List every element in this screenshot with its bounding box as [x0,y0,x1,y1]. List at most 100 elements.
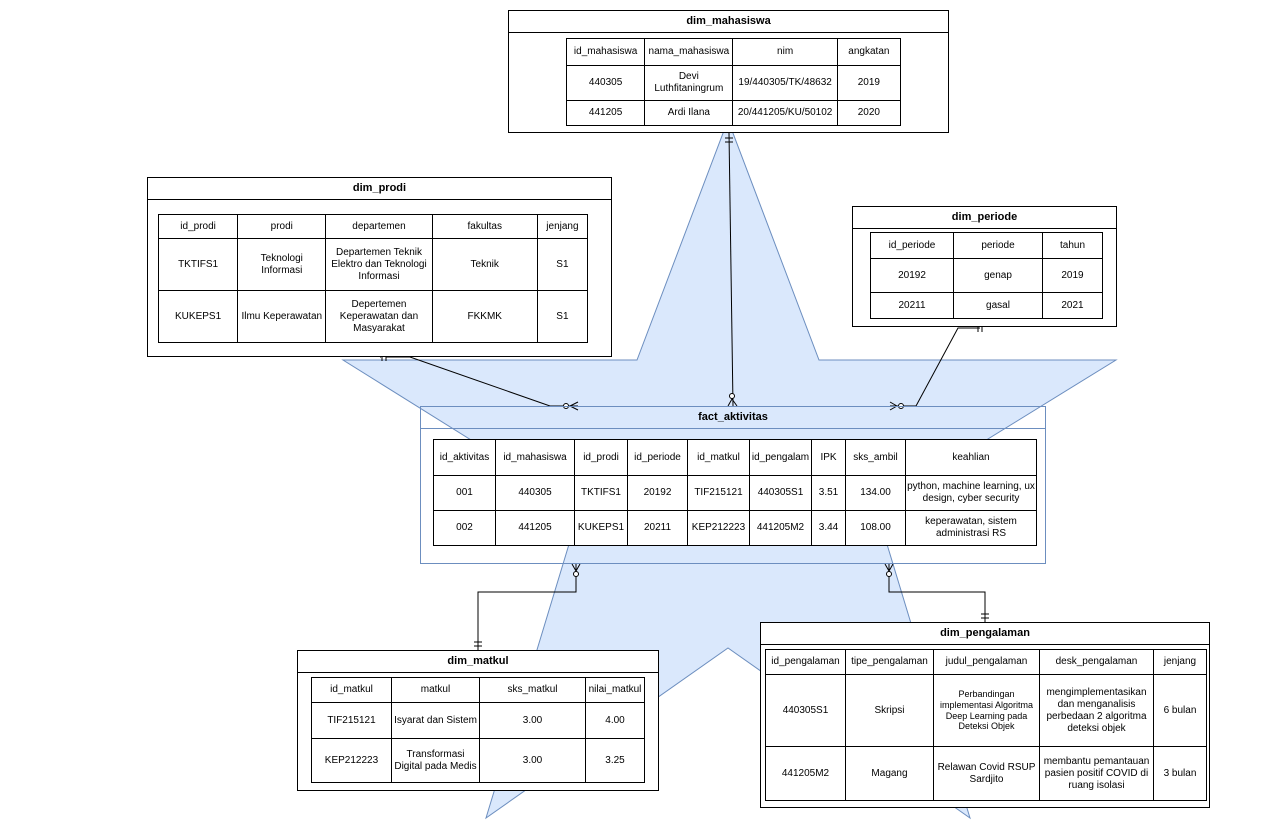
table-cell: mengimplementasikan dan menganalisis per… [1039,674,1154,747]
table-cell: Devi Luthfitaningrum [644,65,734,101]
entity-table: id_matkul matkul sks_matkul nilai_matkul… [311,677,645,783]
table-cell: KEP212223 [311,738,392,783]
table-cell: 440305S1 [765,674,846,747]
entity-table: id_periode periode tahun 20192 genap 201… [870,232,1103,319]
entity-table: id_prodi prodi departemen fakultas jenja… [157,214,589,343]
entity-dim-periode[interactable]: dim_periode id_periode periode tahun 201… [852,206,1117,327]
entity-table: id_pengalaman tipe_pengalaman judul_peng… [765,649,1207,801]
table-cell: 3.00 [479,738,586,783]
table-cell: Skripsi [845,674,934,747]
entity-table: id_aktivitas id_mahasiswa id_prodi id_pe… [433,439,1037,546]
table-cell: 001 [433,475,496,511]
table-cell: 20192 [627,475,688,511]
table-row: KUKEPS1 Ilmu Keperawatan Depertemen Kepe… [157,290,589,343]
column-header: tipe_pengalaman [845,649,934,675]
table-cell: Magang [845,746,934,801]
column-header: matkul [391,677,480,703]
table-cell: 441205M2 [765,746,846,801]
relation-mahasiswa-fact [725,132,738,407]
table-cell: Perbandingan implementasi Algoritma Deep… [933,674,1040,747]
entity-title: dim_mahasiswa [509,11,948,33]
entity-fact-aktivitas[interactable]: fact_aktivitas id_aktivitas id_mahasiswa… [420,406,1046,564]
table-cell: gasal [953,292,1043,319]
entity-dim-pengalaman[interactable]: dim_pengalaman id_pengalaman tipe_pengal… [760,622,1210,808]
column-header: tahun [1042,232,1103,259]
column-header: id_mahasiswa [495,439,575,476]
column-header: id_prodi [157,214,239,239]
table-cell: 4.00 [585,702,645,739]
column-header: nilai_matkul [585,677,645,703]
table-cell: Ilmu Keperawatan [237,290,327,343]
column-header: id_periode [627,439,688,476]
table-cell: Teknik [431,238,538,291]
table-cell: 2019 [836,65,902,101]
column-header: departemen [325,214,433,239]
column-header: id_aktivitas [433,439,496,476]
table-cell: KEP212223 [687,510,750,546]
table-cell: TIF215121 [687,475,750,511]
column-header: nim [732,38,838,66]
table-cell: 20211 [627,510,688,546]
table-cell: 20/441205/KU/50102 [732,100,838,126]
table-cell: Ardi Ilana [644,100,734,126]
column-header: fakultas [431,214,538,239]
table-row: 440305 Devi Luthfitaningrum 19/440305/TK… [565,65,902,101]
table-cell: Depertemen Keperawatan dan Masyarakat [325,290,433,343]
table-cell: 20211 [870,292,954,319]
table-cell: TKTIFS1 [157,238,239,291]
entity-title: dim_pengalaman [761,623,1209,645]
table-cell: membantu pemantauan pasien positif COVID… [1039,746,1154,801]
entity-dim-prodi[interactable]: dim_prodi id_prodi prodi departemen faku… [147,177,612,357]
column-header: nama_mahasiswa [644,38,734,66]
column-header: jenjang [1153,649,1207,675]
table-row: 002 441205 KUKEPS1 20211 KEP212223 44120… [433,510,1037,546]
table-cell: 440305 [495,475,575,511]
column-header: keahlian [905,439,1037,476]
column-header: judul_pengalaman [933,649,1040,675]
table-cell: 6 bulan [1153,674,1207,747]
table-row: 440305S1 Skripsi Perbandingan implementa… [765,674,1207,747]
table-cell: 3.00 [479,702,586,739]
column-header: id_mahasiswa [565,38,646,66]
table-cell: Teknologi Informasi [237,238,327,291]
column-header: id_pengalaman [765,649,846,675]
table-row: TKTIFS1 Teknologi Informasi Departemen T… [157,238,589,291]
entity-title: dim_periode [853,207,1116,229]
table-cell: 002 [433,510,496,546]
entity-table: id_mahasiswa nama_mahasiswa nim angkatan… [565,38,902,126]
table-cell: 441205 [495,510,575,546]
entity-dim-mahasiswa[interactable]: dim_mahasiswa id_mahasiswa nama_mahasisw… [508,10,949,133]
column-header: id_matkul [311,677,392,703]
table-cell: 3.25 [585,738,645,783]
table-cell: Transformasi Digital pada Medis [391,738,480,783]
table-cell: 440305S1 [749,475,812,511]
table-row: 20192 genap 2019 [870,258,1103,293]
column-header: id_pengalam [749,439,812,476]
table-cell: 2020 [836,100,902,126]
table-cell: 440305 [565,65,646,101]
table-cell: 3.51 [811,475,846,511]
table-cell: python, machine learning, ux design, cyb… [905,475,1037,511]
table-cell: TIF215121 [311,702,392,739]
table-row: 441205M2 Magang Relawan Covid RSUP Sardj… [765,746,1207,801]
table-cell: keperawatan, sistem administrasi RS [905,510,1037,546]
column-header: id_periode [870,232,954,259]
column-header: periode [953,232,1043,259]
table-cell: 134.00 [845,475,906,511]
table-cell: 2019 [1042,258,1103,293]
entity-title: dim_prodi [148,178,611,200]
column-header: jenjang [536,214,589,239]
entity-dim-matkul[interactable]: dim_matkul id_matkul matkul sks_matkul n… [297,650,659,791]
table-cell: 19/440305/TK/48632 [732,65,838,101]
column-header: id_prodi [574,439,628,476]
table-cell: 3.44 [811,510,846,546]
column-header: id_matkul [687,439,750,476]
table-cell: TKTIFS1 [574,475,628,511]
entity-title: dim_matkul [298,651,658,673]
table-row: 001 440305 TKTIFS1 20192 TIF215121 44030… [433,475,1037,511]
table-cell: S1 [536,290,589,343]
table-cell: genap [953,258,1043,293]
entity-title: fact_aktivitas [421,407,1045,429]
table-row: 20211 gasal 2021 [870,292,1103,319]
column-header: IPK [811,439,846,476]
